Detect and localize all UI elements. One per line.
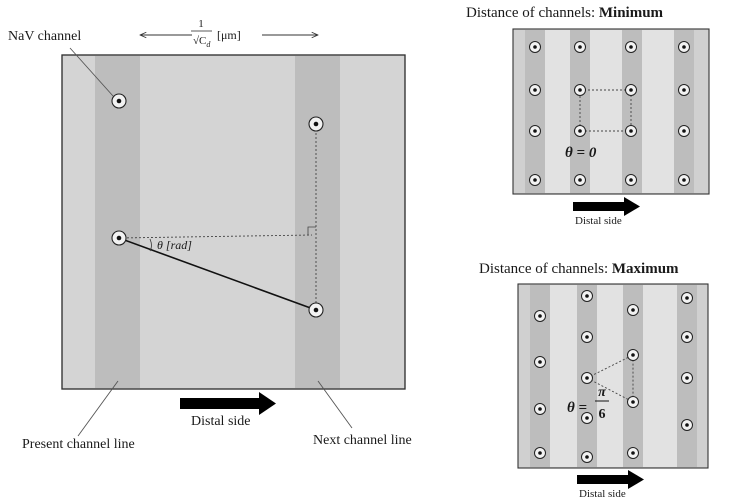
channel-dot xyxy=(627,447,639,459)
next-channel-stripe xyxy=(295,56,340,388)
channel-dot xyxy=(678,125,690,137)
maximum-panel-border xyxy=(517,283,709,469)
channel-dot xyxy=(111,93,127,109)
channel-dot xyxy=(625,174,637,186)
angle-arc xyxy=(149,238,152,252)
minimum-panel-border xyxy=(512,28,710,195)
channel-dot xyxy=(308,302,324,318)
distal-arrow-shaft xyxy=(180,398,260,409)
max-angle-denominator: 6 xyxy=(599,407,606,422)
max-light-stripe xyxy=(643,285,677,467)
minimum-panel: Distance of channels: Minimum θ = 0 Dist… xyxy=(466,5,710,227)
present-channel-stripe xyxy=(95,56,140,388)
max-stripe xyxy=(530,285,550,467)
channel-dot xyxy=(308,116,324,132)
channel-dot xyxy=(681,419,693,431)
min-stripe xyxy=(622,30,642,193)
channel-dot xyxy=(574,174,586,186)
min-stripe xyxy=(525,30,545,193)
channel-dot xyxy=(627,349,639,361)
maximum-title: Distance of channels: Maximum xyxy=(479,261,679,277)
channel-dot xyxy=(625,84,637,96)
min-distal-arrow-head xyxy=(624,197,640,216)
max-distal-side-label: Distal side xyxy=(579,488,626,500)
present-line-leader xyxy=(77,380,119,437)
right-angle-mark xyxy=(307,226,316,235)
nav-channel-label: NaV channel xyxy=(8,29,81,44)
nav-channel-leader xyxy=(69,47,114,97)
max-distal-arrow-shaft xyxy=(577,475,629,484)
channel-dot xyxy=(529,84,541,96)
min-stripe xyxy=(570,30,590,193)
min-distal-arrow-shaft xyxy=(573,202,625,211)
channel-dot xyxy=(534,403,546,415)
main-panel-border xyxy=(61,54,406,390)
channel-dot xyxy=(678,41,690,53)
channel-dot xyxy=(574,41,586,53)
channel-dot xyxy=(574,125,586,137)
width-label-unit: [μm] xyxy=(217,28,241,42)
channel-dot xyxy=(681,331,693,343)
channel-dot xyxy=(581,451,593,463)
channel-dot xyxy=(574,84,586,96)
min-light-stripe xyxy=(545,30,570,193)
next-channel-line-label: Next channel line xyxy=(313,433,412,448)
channel-dot xyxy=(627,304,639,316)
distal-side-label: Distal side xyxy=(191,414,251,429)
channel-dot xyxy=(625,41,637,53)
channel-distance-line xyxy=(118,237,317,311)
maximum-panel: Distance of channels: Maximum θ = π 6 Di… xyxy=(479,261,709,500)
min-stripe xyxy=(674,30,694,193)
min-distal-side-label: Distal side xyxy=(575,215,622,227)
channel-dot xyxy=(529,125,541,137)
channel-dot xyxy=(581,412,593,424)
width-label-denominator: √Cd xyxy=(193,35,211,49)
channel-dot xyxy=(625,125,637,137)
max-light-stripe xyxy=(550,285,577,467)
min-light-stripe xyxy=(642,30,674,193)
channel-dot xyxy=(678,174,690,186)
channel-dot xyxy=(581,290,593,302)
channel-dot xyxy=(678,84,690,96)
min-square-outline xyxy=(579,89,632,132)
horizontal-reference-line xyxy=(118,234,313,239)
channel-dot xyxy=(681,292,693,304)
min-light-stripe xyxy=(590,30,622,193)
channel-dot xyxy=(581,331,593,343)
channel-dot xyxy=(681,372,693,384)
present-channel-line-label: Present channel line xyxy=(22,437,135,452)
max-angle-numerator: π xyxy=(598,385,606,400)
channel-dot xyxy=(529,174,541,186)
channel-dot xyxy=(111,230,127,246)
distal-arrow-head xyxy=(259,392,276,415)
width-label-numerator: 1 xyxy=(198,18,204,30)
channel-dot xyxy=(534,447,546,459)
channel-dot xyxy=(581,372,593,384)
max-distal-arrow-head xyxy=(628,470,644,489)
min-angle-label: θ = 0 xyxy=(565,145,597,161)
angle-label: θ [rad] xyxy=(157,238,192,252)
channel-dot xyxy=(534,310,546,322)
channel-dot xyxy=(529,41,541,53)
channel-dot xyxy=(627,396,639,408)
max-angle-lhs: θ = xyxy=(567,400,587,416)
next-line-leader xyxy=(317,380,353,429)
max-triangle-outline xyxy=(586,354,634,403)
max-light-stripe xyxy=(597,285,623,467)
minimum-title: Distance of channels: Minimum xyxy=(466,5,664,21)
main-panel: 1 √Cd [μm] NaV channel θ [rad] Distal si… xyxy=(8,18,412,452)
channel-dot xyxy=(534,356,546,368)
